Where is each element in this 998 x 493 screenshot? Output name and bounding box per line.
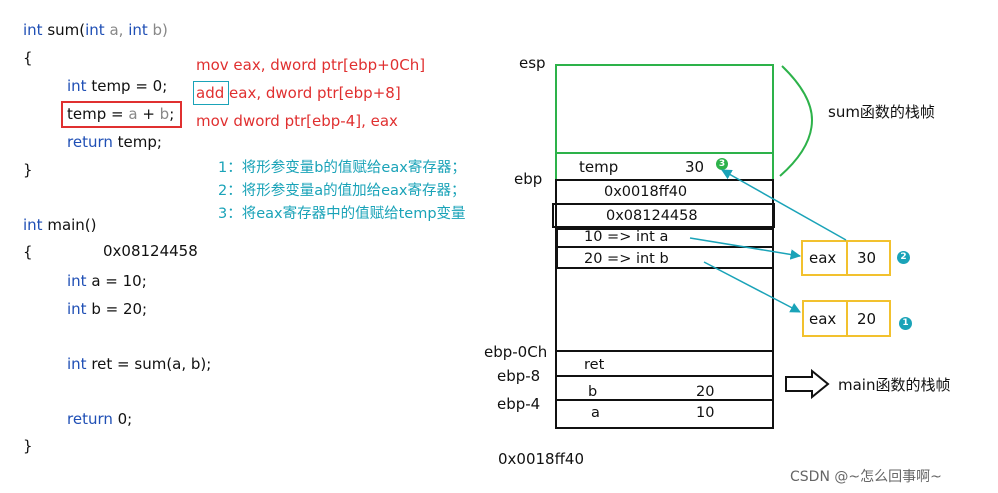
asm-line-3: mov dword ptr[ebp-4], eax [196, 112, 398, 130]
arrow-a-to-eax [689, 237, 802, 260]
main-frame-caption: main函数的栈帧 [838, 376, 951, 394]
csdn-watermark: CSDN @~怎么回事啊~ [790, 469, 942, 485]
ret-slot-top-line [556, 350, 774, 352]
sum-signature: int sum(int a, int b) [23, 21, 168, 39]
old-ebp-value: 0x0018ff40 [604, 184, 688, 200]
sum-close-brace: } [23, 161, 33, 179]
stack-bottom-address: 0x0018ff40 [498, 450, 585, 468]
ret-slot-label: ret [584, 357, 605, 373]
main-frame-arrow [785, 368, 830, 400]
b-slot-top-line [556, 375, 774, 377]
arg-b-value: 20 => int b [584, 251, 669, 267]
a-slot-top-line [556, 399, 774, 401]
note-step-2: 2：将形参变量a的值加给eax寄存器； [218, 183, 466, 199]
b-slot-label: b [588, 384, 598, 400]
arg-b-slot [556, 248, 774, 269]
main-close-brace: } [23, 437, 33, 455]
esp-label: esp [519, 54, 546, 72]
temp-slot-value: 30 [685, 158, 705, 176]
eax-2-value: 20 [857, 310, 877, 328]
main-open-brace: { [23, 243, 33, 261]
main-return-address: 0x08124458 [103, 242, 198, 260]
return-address-value: 0x08124458 [606, 208, 698, 224]
a-slot-value: 10 [696, 405, 715, 421]
eax-1-value: 30 [857, 249, 877, 267]
main-signature: int main() [23, 216, 97, 234]
main-a-decl: int a = 10; [67, 272, 147, 290]
main-ret-call: int ret = sum(a, b); [67, 355, 212, 373]
eax-box-1-divider [846, 240, 848, 276]
offset-ebp-8: ebp-8 [497, 367, 541, 385]
step-1-marker: 1 [899, 317, 912, 330]
arg-a-value: 10 => int a [584, 229, 669, 245]
eax-box-2-divider [846, 300, 848, 337]
sum-frame-brace [779, 65, 814, 177]
arg-a-slot [556, 228, 774, 248]
asm-line-2: add eax, dword ptr[ebp+8] [196, 84, 401, 102]
highlight-temp-assign-box [61, 101, 182, 128]
sum-open-brace: { [23, 49, 33, 67]
asm-add-highlight-box [193, 81, 229, 105]
main-b-decl: int b = 20; [67, 300, 148, 318]
sum-return: return temp; [67, 133, 162, 151]
ebp-label: ebp [514, 170, 543, 188]
return-address-slot [552, 203, 775, 228]
sum-temp-decl: int temp = 0; [67, 77, 168, 95]
step-2-marker: 2 [897, 251, 910, 264]
asm-line-1: mov eax, dword ptr[ebp+0Ch] [196, 56, 426, 74]
main-stack-frame [555, 179, 774, 429]
sum-frame-divider [555, 152, 774, 154]
eax-2-name: eax [809, 310, 837, 328]
offset-ebp-0ch: ebp-0Ch [484, 343, 548, 361]
b-slot-value: 20 [696, 384, 715, 400]
temp-slot-label: temp [579, 158, 619, 176]
a-slot-label: a [591, 405, 600, 421]
main-return: return 0; [67, 410, 133, 428]
sum-temp-assign: temp = a + b; [67, 105, 175, 123]
arrow-b-to-eax [703, 261, 801, 313]
eax-1-name: eax [809, 249, 837, 267]
note-step-1: 1：将形参变量b的值赋给eax寄存器； [218, 160, 466, 176]
arrow-eax-to-temp [721, 169, 847, 241]
offset-ebp-4: ebp-4 [497, 395, 541, 413]
step-3-marker: 3 [716, 158, 728, 170]
sum-frame-caption: sum函数的栈帧 [828, 103, 935, 121]
note-step-3: 3：将eax寄存器中的值赋给temp变量 [218, 206, 466, 222]
